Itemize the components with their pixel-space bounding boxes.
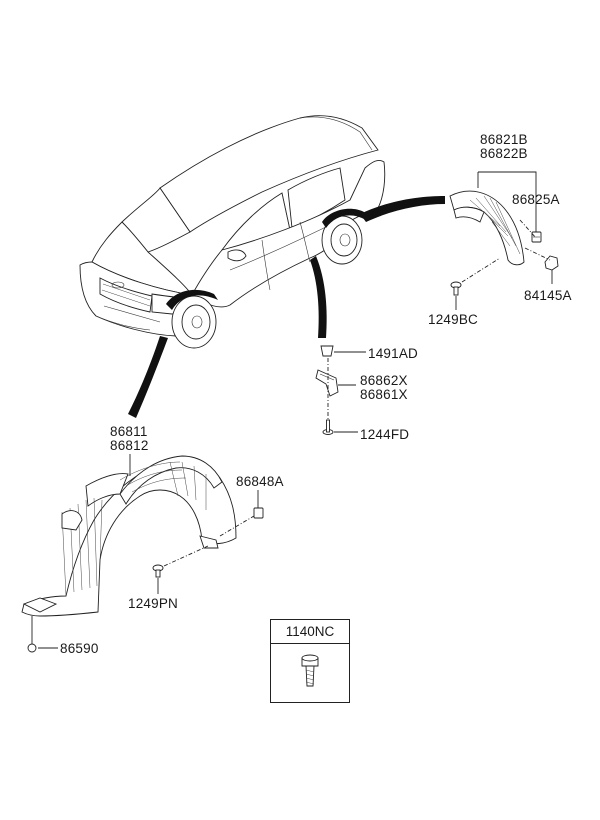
- bolt-icon: [301, 654, 319, 687]
- car-illustration: [79, 115, 386, 349]
- part-number-1249PN: 1249PN: [128, 596, 178, 611]
- part-number-86812: 86812: [110, 438, 149, 453]
- part-number-86848A: 86848A: [236, 474, 284, 489]
- part-box-1140NC: 1140NC: [270, 619, 350, 703]
- part-number-1491AD: 1491AD: [368, 346, 418, 361]
- nut-icon: [544, 255, 559, 271]
- part-number-1249BC: 1249BC: [428, 312, 478, 327]
- rear-wheel-guard-illustration: [449, 190, 525, 266]
- part-number-84145A: 84145A: [524, 288, 572, 303]
- part-number-86811: 86811: [110, 424, 148, 439]
- part-number-86822B: 86822B: [480, 146, 528, 161]
- nut-icon: [27, 643, 37, 653]
- clip-icon: [320, 345, 334, 357]
- screw-icon: [322, 419, 334, 435]
- pointer-arrow-side: [310, 256, 327, 338]
- part-number-86825A: 86825A: [512, 192, 560, 207]
- screw-icon: [152, 564, 164, 578]
- part-number-86862X: 86862X: [360, 373, 408, 388]
- pointer-arrow-front: [128, 336, 168, 418]
- part-number-1244FD: 1244FD: [360, 427, 410, 442]
- front-wheel-guard-illustration: [21, 455, 237, 617]
- clip-icon: [531, 231, 542, 243]
- bracket-icon: [315, 369, 339, 397]
- pointer-arrow-rear: [360, 196, 445, 222]
- screw-icon: [450, 281, 462, 296]
- clip-icon: [253, 507, 264, 519]
- part-number-86821B: 86821B: [480, 132, 528, 147]
- part-number-86590: 86590: [60, 641, 99, 656]
- part-number-1140NC: 1140NC: [271, 620, 349, 644]
- part-number-86861X: 86861X: [360, 387, 408, 402]
